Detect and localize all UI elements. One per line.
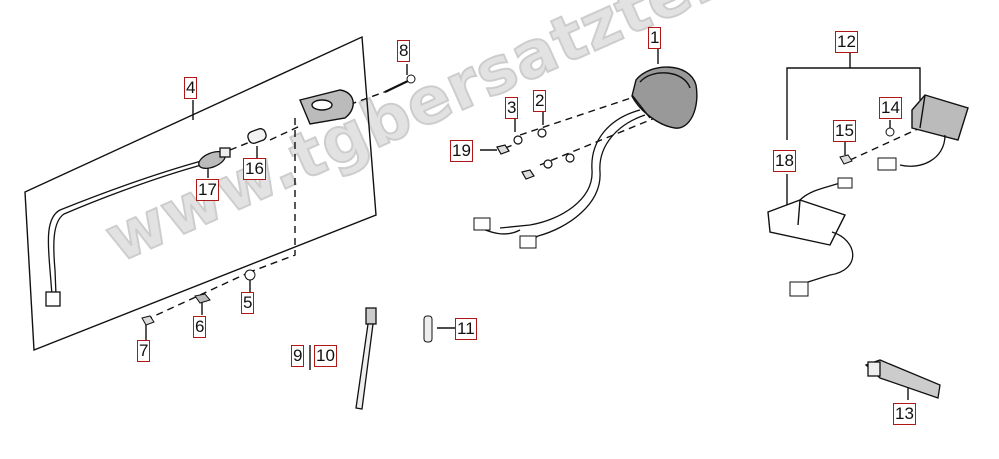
harness-connector-a — [473, 217, 491, 231]
cable-tie-10 — [355, 307, 377, 410]
callout-11: 11 — [455, 318, 477, 340]
bulb-socket — [198, 147, 231, 169]
callout-7: 7 — [137, 340, 151, 362]
side-lamp-wire — [899, 134, 946, 167]
tail-light-1 — [631, 66, 698, 129]
module-wires — [799, 182, 854, 283]
kit-connector — [45, 291, 61, 307]
callout-2: 2 — [533, 90, 547, 112]
screw-8-head — [406, 74, 416, 84]
harness-connector-b — [519, 235, 537, 249]
nut-7 — [141, 315, 155, 326]
callout-14: 14 — [879, 97, 902, 119]
callout-15: 15 — [833, 120, 856, 142]
callout-10: 10 — [314, 345, 337, 367]
bulb-16 — [247, 128, 267, 144]
module-connector-a — [837, 177, 853, 189]
callout-4: 4 — [184, 77, 198, 99]
callout-18: 18 — [773, 150, 796, 172]
kit-frame — [24, 35, 377, 352]
callout-1: 1 — [648, 27, 662, 49]
side-lamp — [911, 94, 969, 141]
callout-9: 9 — [291, 345, 305, 367]
bracket-12 — [786, 67, 921, 140]
callout-5: 5 — [241, 292, 255, 314]
callout-13: 13 — [893, 403, 916, 425]
side-lamp-connector — [877, 157, 897, 171]
tail-harness — [479, 109, 646, 246]
clip-11 — [423, 315, 433, 343]
callout-17: 17 — [196, 179, 219, 201]
control-module-18 — [767, 199, 846, 246]
washer-14 — [885, 127, 895, 137]
screw-8 — [384, 79, 411, 93]
washer-5 — [244, 269, 256, 281]
bracket-13 — [864, 359, 941, 399]
callout-16: 16 — [243, 158, 266, 180]
nut-15 — [839, 154, 853, 165]
nut-6 — [194, 293, 211, 304]
callout-3: 3 — [505, 97, 519, 119]
kit-cable — [47, 159, 206, 296]
callout-6: 6 — [193, 316, 207, 338]
callout-12: 12 — [835, 31, 858, 53]
module-connector-b — [789, 281, 809, 297]
callout-8: 8 — [397, 40, 411, 62]
nuts-washers — [496, 128, 575, 180]
plate-lamp — [299, 89, 354, 125]
callout-19: 19 — [450, 140, 473, 162]
